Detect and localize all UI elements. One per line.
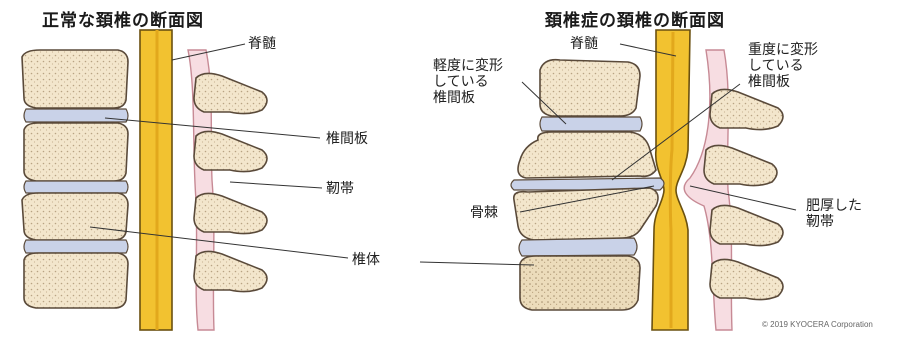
severe-disc-line-2: している — [748, 58, 804, 74]
normal-vertebra-3 — [22, 193, 128, 240]
disease-spinous-process-2 — [704, 145, 777, 185]
normal-disc-2 — [24, 181, 128, 193]
disease-title: 頚椎症の頚椎の断面図 — [545, 6, 725, 31]
disease-vertebra-2 — [518, 132, 656, 178]
disease-label-spinal-cord: 脊髄 — [570, 36, 598, 52]
severe-disc-line-1: 重度に変形 — [748, 42, 818, 58]
disease-disc-3 — [519, 238, 637, 256]
normal-spinous-process-1 — [194, 73, 267, 113]
normal-spinous-process-4 — [194, 251, 267, 291]
thick-ligament-line-2: 靭帯 — [806, 214, 834, 230]
normal-spinous-process-3 — [194, 193, 267, 233]
mild-disc-line-1: 軽度に変形 — [433, 58, 503, 74]
normal-label-spinal-cord: 脊髄 — [248, 36, 276, 52]
normal-vertebra-2 — [24, 123, 128, 181]
disease-spinous-process-3 — [710, 205, 783, 245]
normal-label-ligament: 靭帯 — [326, 181, 354, 197]
mild-disc-line-2: している — [433, 74, 489, 90]
mild-disc-line-3: 椎間板 — [433, 90, 475, 106]
disease-spinous-process-4 — [710, 259, 783, 299]
disease-vertebra-3 — [514, 188, 658, 240]
disease-spinous-process-1 — [710, 89, 783, 129]
normal-title: 正常な頚椎の断面図 — [42, 6, 204, 31]
normal-vertebra-4 — [24, 253, 128, 308]
normal-disc-1 — [24, 109, 128, 122]
normal-disc-3 — [24, 240, 128, 253]
normal-label-vertebra: 椎体 — [352, 252, 380, 268]
normal-spine — [22, 30, 348, 330]
disease-disc-1 — [540, 117, 642, 131]
normal-spinous-process-2 — [194, 131, 267, 171]
disease-vertebra-1 — [540, 60, 640, 116]
normal-vertebra-1 — [22, 50, 128, 108]
disease-label-osteophyte: 骨棘 — [470, 205, 498, 221]
normal-label-disc: 椎間板 — [326, 131, 368, 147]
copyright-text: © 2019 KYOCERA Corporation — [762, 320, 873, 329]
thick-ligament-line-1: 肥厚した — [806, 198, 862, 214]
severe-disc-line-3: 椎間板 — [748, 74, 790, 90]
disease-vertebra-4 — [520, 256, 640, 310]
